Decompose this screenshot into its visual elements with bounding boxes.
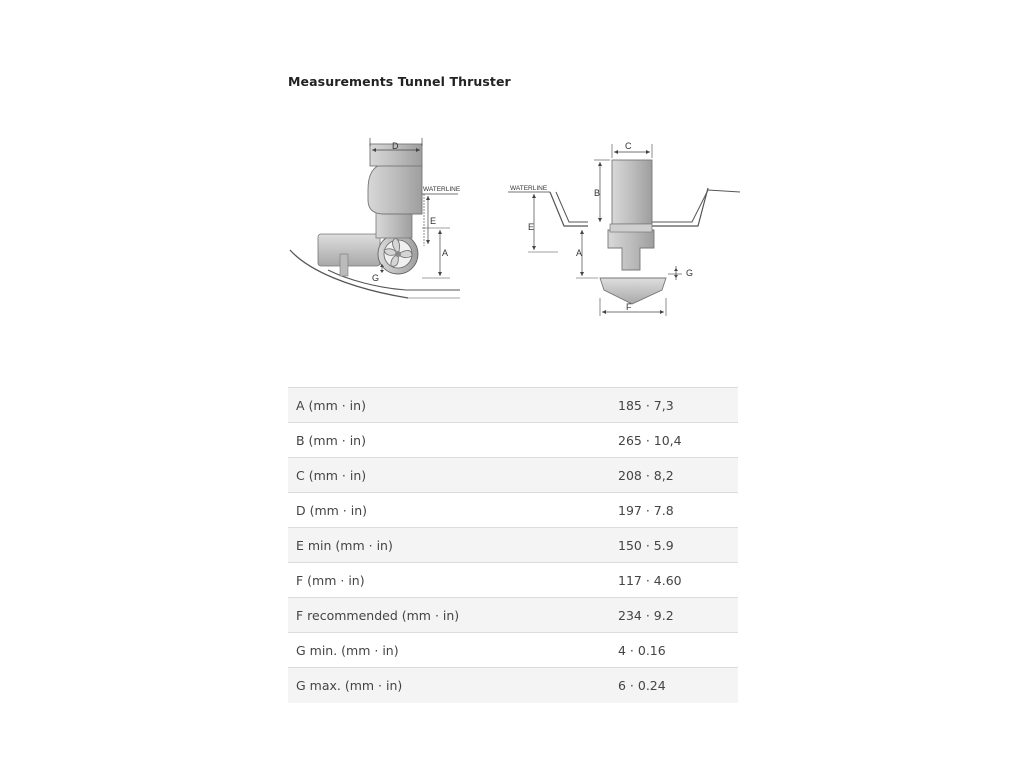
table-row: E min (mm · in) 150 · 5.9 [288, 527, 738, 563]
table-row: G min. (mm · in) 4 · 0.16 [288, 632, 738, 668]
measurement-value: 117 · 4.60 [603, 562, 738, 598]
measurement-label: C (mm · in) [288, 457, 603, 493]
front-tunnel [599, 277, 667, 305]
measurement-label: F (mm · in) [288, 562, 603, 598]
measurement-value: 150 · 5.9 [603, 527, 738, 563]
side-motor-body [367, 163, 423, 215]
thruster-diagram-svg: D WATERLINE E A G WATERLINE [289, 138, 741, 316]
front-label-e: E [528, 222, 534, 232]
side-propeller-hub [395, 251, 401, 257]
measurement-value: 4 · 0.16 [603, 632, 738, 668]
side-motor-top [369, 143, 423, 167]
table-row: A (mm · in) 185 · 7,3 [288, 387, 738, 423]
side-leg [375, 211, 413, 239]
front-label-f: F [626, 302, 632, 312]
front-label-g: G [686, 268, 693, 278]
side-label-d: D [392, 141, 399, 151]
front-label-a: A [576, 248, 582, 258]
measurement-value: 197 · 7.8 [603, 492, 738, 528]
front-label-waterline: WATERLINE [510, 185, 548, 192]
table-row: B (mm · in) 265 · 10,4 [288, 422, 738, 458]
table-row: F (mm · in) 117 · 4.60 [288, 562, 738, 598]
side-label-e: E [430, 216, 436, 226]
side-hull-outer [289, 249, 409, 299]
measurement-value: 208 · 8,2 [603, 457, 738, 493]
front-view: WATERLINE C B [508, 141, 741, 316]
table-row: D (mm · in) 197 · 7.8 [288, 492, 738, 528]
side-label-a: A [442, 248, 448, 258]
side-tunnel-tube [317, 233, 381, 267]
measurement-label: F recommended (mm · in) [288, 597, 603, 633]
front-label-b: B [594, 188, 600, 198]
front-gear-leg [607, 229, 655, 271]
side-hull-inner [327, 269, 407, 291]
side-view: D WATERLINE E A G [289, 138, 461, 299]
front-motor-body [611, 159, 653, 225]
table-row: G max. (mm · in) 6 · 0.24 [288, 667, 738, 703]
side-label-g: G [372, 273, 379, 283]
measurement-label: B (mm · in) [288, 422, 603, 458]
front-label-c: C [625, 141, 632, 151]
measurement-value: 6 · 0.24 [603, 667, 738, 703]
measurement-value: 265 · 10,4 [603, 422, 738, 458]
measurement-label: D (mm · in) [288, 492, 603, 528]
measurement-label: G max. (mm · in) [288, 667, 603, 703]
table-row: F recommended (mm · in) 234 · 9.2 [288, 597, 738, 633]
measurement-label: E min (mm · in) [288, 527, 603, 563]
front-hull-left [549, 191, 588, 227]
measurements-table: A (mm · in) 185 · 7,3 B (mm · in) 265 · … [288, 387, 738, 703]
page-title: Measurements Tunnel Thruster [288, 74, 511, 89]
side-label-waterline: WATERLINE [423, 186, 461, 193]
measurement-value: 185 · 7,3 [603, 387, 738, 423]
side-propeller-blades [383, 237, 413, 267]
measurement-value: 234 · 9.2 [603, 597, 738, 633]
measurement-label: G min. (mm · in) [288, 632, 603, 668]
front-hull-right [652, 187, 709, 227]
thruster-diagram: D WATERLINE E A G WATERLINE [288, 130, 748, 325]
measurement-label: A (mm · in) [288, 387, 603, 423]
side-bracket [339, 253, 349, 277]
table-row: C (mm · in) 208 · 8,2 [288, 457, 738, 493]
